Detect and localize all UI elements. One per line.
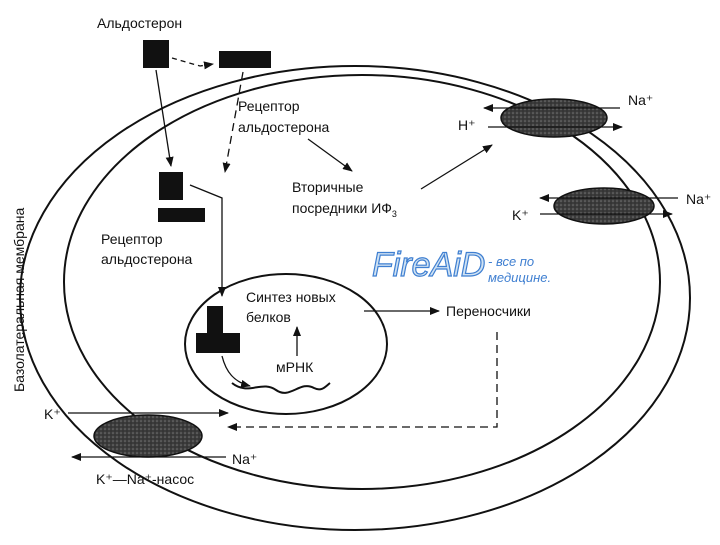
receptor-top-label-2: альдостерона — [238, 119, 330, 135]
messengers-label-2: посредники ИФ3 — [292, 200, 397, 219]
messengers-main: посредники ИФ — [292, 200, 392, 216]
watermark: FireAiD - все по медицине. — [371, 245, 551, 285]
aldosterone-label: Альдостерон — [97, 15, 182, 31]
synthesis-label-2: белков — [246, 309, 291, 325]
receptor-top-label-1: Рецептор — [238, 98, 300, 114]
inner-cytoplasm-boundary — [63, 74, 661, 490]
receptor-left-label-1: Рецептор — [101, 231, 163, 247]
synthesis-label-1: Синтез новых — [246, 289, 336, 305]
dashed-arrow-receptor-down — [222, 71, 244, 173]
watermark-tagline-2: медицине. — [488, 270, 551, 285]
k-bottom-label: K⁺ — [44, 406, 61, 422]
arrow-aldosterone-to-receptor — [171, 57, 214, 70]
outer-cell-membrane — [19, 65, 691, 531]
na-bottom-label: Na⁺ — [232, 451, 257, 467]
nuclear-receptor-stem — [207, 306, 223, 336]
apical-na-channel — [500, 98, 608, 138]
na-mid-label: Na⁺ — [686, 191, 711, 207]
dna-strand — [231, 382, 331, 394]
apical-k-channel — [553, 187, 655, 225]
arrow-complex-to-nucleus — [189, 184, 226, 297]
mrna-label: мРНК — [276, 359, 314, 375]
messengers-subscript: 3 — [392, 209, 397, 219]
watermark-tagline-1: - все по — [488, 254, 534, 269]
dashed-arrow-carriers-to-pump — [227, 332, 498, 431]
cytoplasmic-receptor — [158, 208, 205, 222]
arrow-receptor-to-dna — [221, 355, 251, 388]
pump-label: K⁺—Na⁺-насос — [96, 471, 194, 487]
nuclear-receptor-base — [196, 333, 240, 353]
aldosterone-in-cytoplasm — [159, 172, 183, 200]
arrow-aldosterone-into-cell — [155, 69, 174, 167]
messengers-label-1: Вторичные — [292, 179, 364, 195]
receptor-membrane-block — [219, 51, 271, 68]
arrow-receptor-to-messengers — [307, 138, 353, 172]
na-top-label: Na⁺ — [628, 92, 653, 108]
nucleus — [184, 273, 388, 415]
basolateral-membrane-label: Базолатеральная мембрана — [11, 208, 27, 392]
basolateral-pump — [93, 414, 203, 458]
carriers-label: Переносчики — [446, 303, 531, 319]
k-mid-label: K⁺ — [512, 207, 529, 223]
arrow-messengers-to-channel — [420, 144, 493, 190]
watermark-brand: FireAiD — [372, 246, 485, 284]
aldosterone-molecule — [143, 40, 169, 68]
h-ion-label: H⁺ — [458, 117, 476, 133]
receptor-left-label-2: альдостерона — [101, 251, 193, 267]
